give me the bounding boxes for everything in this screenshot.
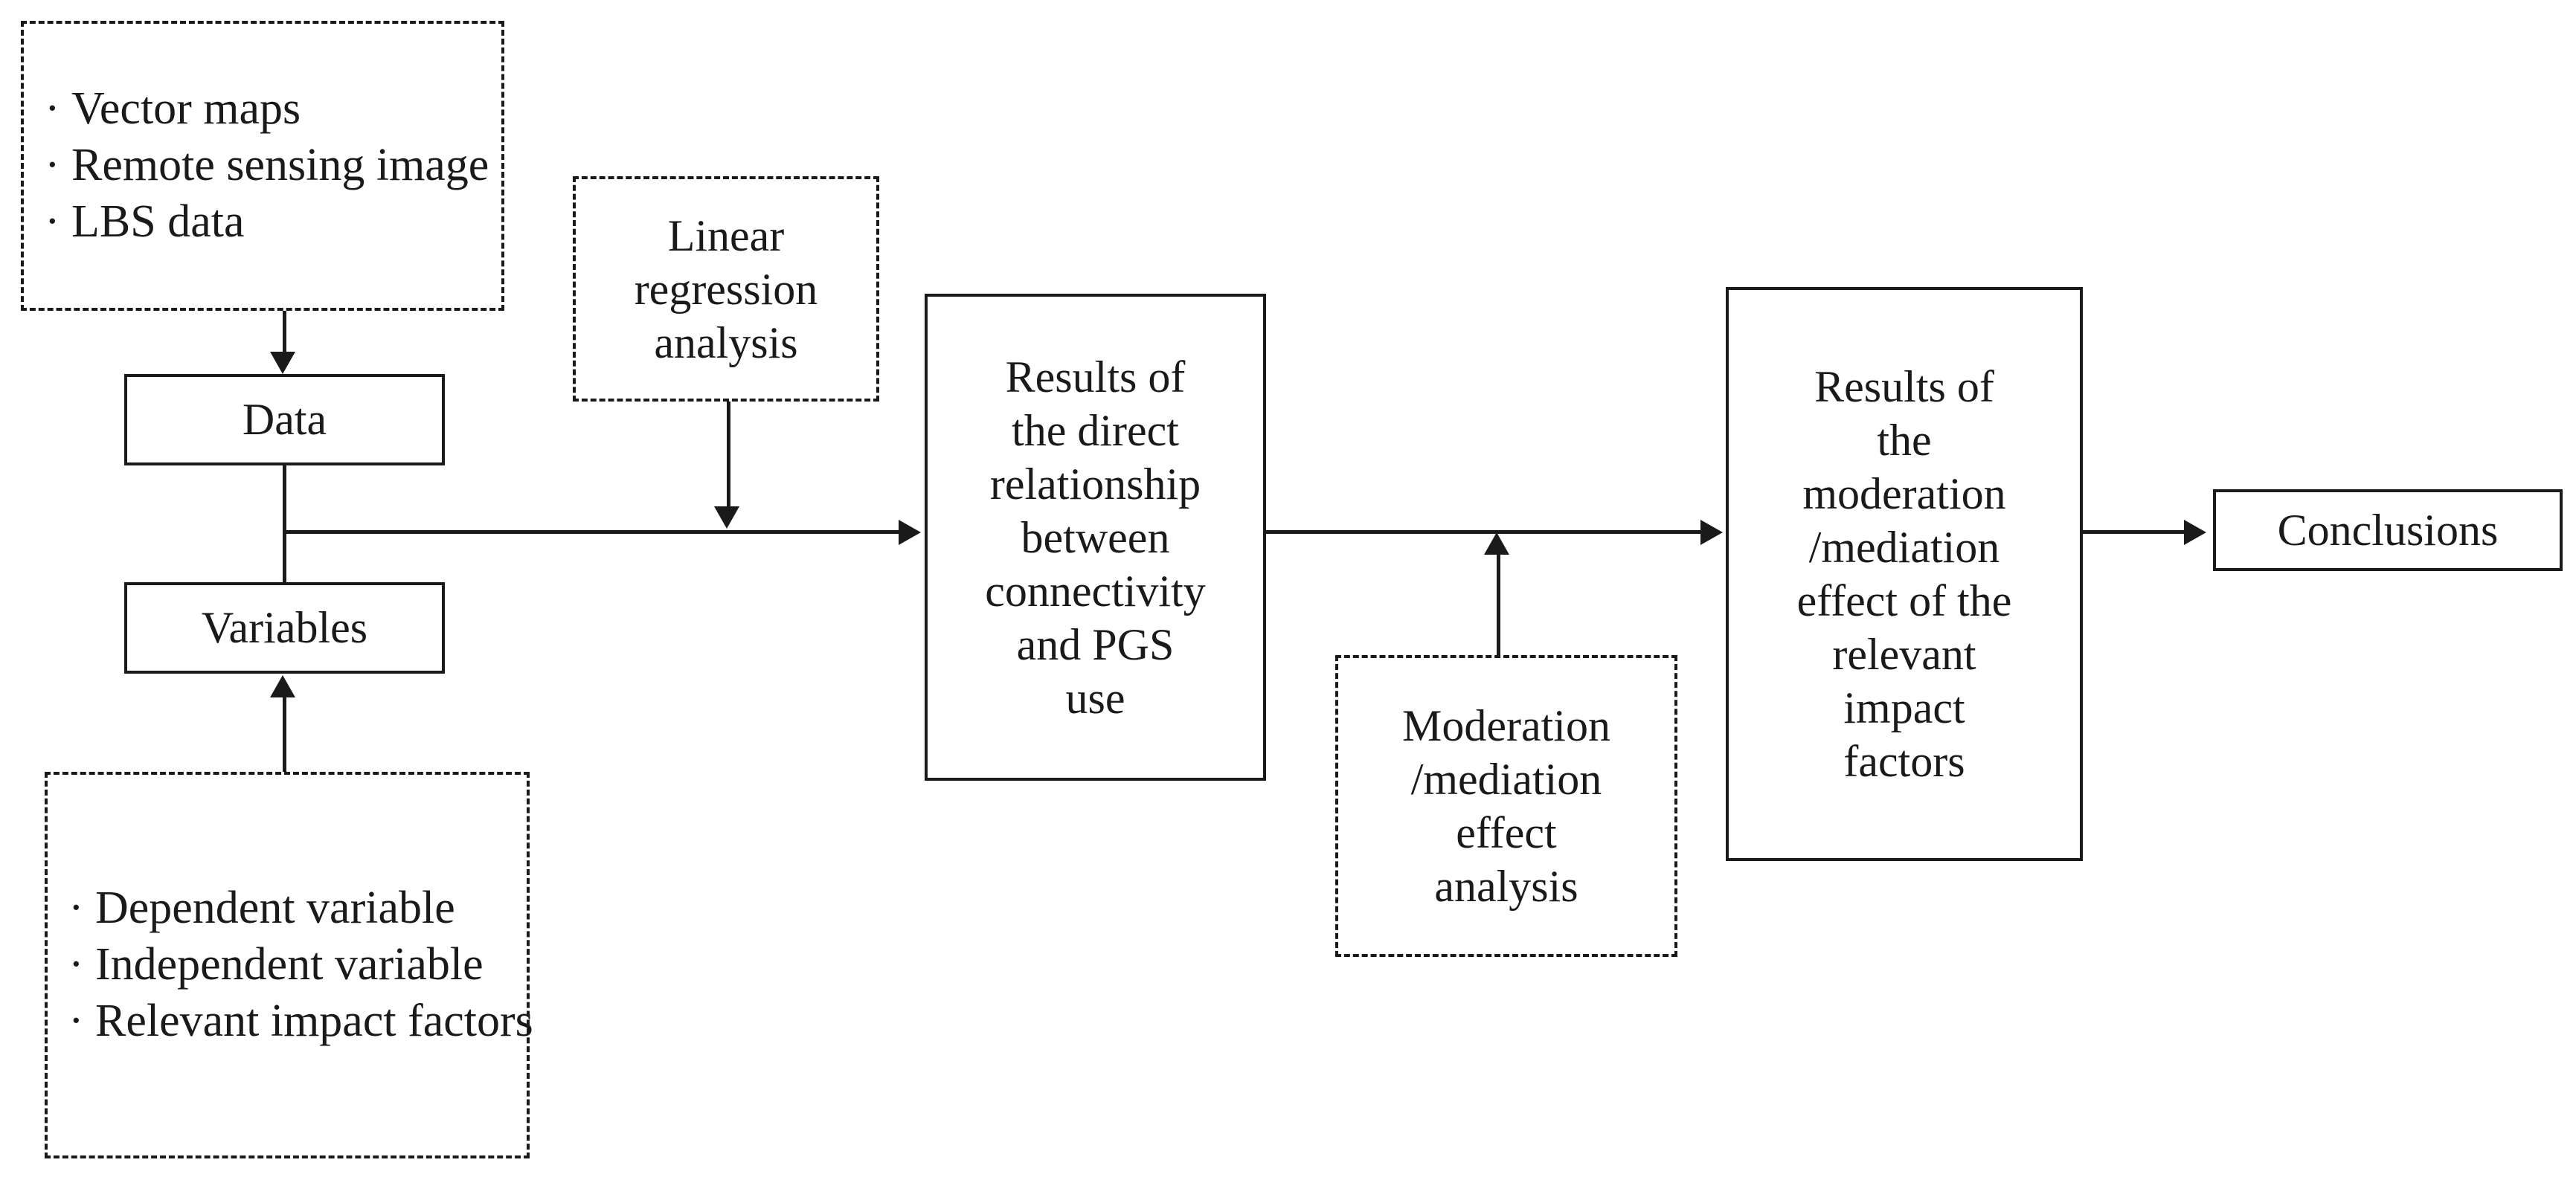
connector-moderation-analysis-to-main-line	[1497, 555, 1500, 655]
list-item-label: Dependent variable	[95, 883, 455, 934]
list-item: · Independent variable	[64, 938, 543, 992]
arrowhead-down-into-data	[270, 352, 295, 374]
node-conclusions-label: Conclusions	[2277, 505, 2499, 555]
bullet-icon: ·	[45, 83, 60, 135]
bullet-icon: ·	[68, 995, 84, 1046]
arrowhead-right-into-direct-results	[899, 520, 921, 545]
node-line: between	[1021, 512, 1170, 562]
node-moderation-mediation-results[interactable]: Results of the moderation /mediation eff…	[1726, 287, 2083, 861]
node-line: connectivity	[985, 566, 1206, 616]
node-line: relevant	[1832, 630, 1976, 679]
list-item-label: Remote sensing image	[71, 140, 489, 191]
node-line: Results of	[1005, 352, 1186, 402]
list-item-label: Vector maps	[71, 83, 301, 135]
variable-types-list: · Dependent variable · Independent varia…	[48, 882, 553, 1048]
list-item-label: LBS data	[71, 196, 245, 247]
node-linear-regression-analysis[interactable]: Linear regression analysis	[573, 176, 879, 402]
node-line: effect of the	[1796, 576, 2012, 625]
node-line: Moderation	[1402, 701, 1610, 750]
arrowhead-up-onto-main-line	[1484, 532, 1509, 555]
connector-variable-types-to-variables	[283, 697, 286, 772]
connector-data-sources-to-data	[283, 311, 286, 355]
connector-data-to-variables-trunk	[283, 465, 286, 584]
connector-main-line-left	[283, 530, 899, 534]
node-line: the direct	[1012, 405, 1179, 455]
arrowhead-right-into-moderation-results	[1700, 520, 1723, 545]
data-sources-list: · Vector maps · Remote sensing image · L…	[24, 83, 528, 249]
bullet-icon: ·	[68, 939, 84, 990]
list-item: · Remote sensing image	[40, 139, 518, 193]
node-line: Results of	[1814, 362, 1994, 411]
node-line: moderation	[1802, 469, 2006, 518]
node-line: /mediation	[1808, 523, 2000, 572]
arrowhead-down-onto-main-line	[714, 506, 739, 529]
list-item: · Relevant impact factors	[64, 995, 543, 1048]
list-item: · Dependent variable	[64, 882, 543, 935]
connector-moderation-results-to-conclusions	[2083, 530, 2187, 534]
node-line: use	[1065, 673, 1125, 723]
node-line: and PGS	[1016, 619, 1175, 669]
node-moderation-mediation-analysis[interactable]: Moderation /mediation effect analysis	[1335, 655, 1677, 957]
node-data-sources[interactable]: · Vector maps · Remote sensing image · L…	[21, 21, 504, 311]
node-variable-types[interactable]: · Dependent variable · Independent varia…	[45, 772, 533, 1158]
node-line: effect	[1456, 808, 1557, 857]
list-item-label: Relevant impact factors	[95, 995, 533, 1046]
node-data[interactable]: Data	[124, 374, 445, 465]
list-item: · Vector maps	[40, 83, 518, 136]
arrowhead-up-into-variables	[270, 675, 295, 697]
connector-direct-to-moderation-results	[1266, 530, 1703, 534]
node-variables[interactable]: Variables	[124, 582, 445, 674]
node-line: /mediation	[1410, 755, 1602, 804]
node-line: Linear	[667, 210, 785, 260]
list-item: · LBS data	[40, 196, 518, 249]
arrowhead-right-into-conclusions	[2184, 520, 2206, 545]
node-data-label: Data	[242, 395, 327, 445]
node-line: analysis	[654, 317, 798, 367]
bullet-icon: ·	[45, 140, 60, 191]
bullet-icon: ·	[45, 196, 60, 247]
node-line: factors	[1843, 737, 1965, 786]
node-direct-relationship-results[interactable]: Results of the direct relationship betwe…	[925, 294, 1266, 781]
node-conclusions[interactable]: Conclusions	[2213, 489, 2563, 571]
node-line: relationship	[989, 459, 1201, 509]
list-item-label: Independent variable	[95, 939, 484, 990]
connector-linear-regression-to-main-line	[727, 402, 730, 508]
node-line: the	[1877, 416, 1932, 465]
bullet-icon: ·	[68, 883, 84, 934]
node-line: analysis	[1434, 862, 1578, 911]
node-variables-label: Variables	[201, 603, 368, 653]
node-line: impact	[1843, 683, 1965, 732]
node-line: regression	[634, 264, 818, 314]
